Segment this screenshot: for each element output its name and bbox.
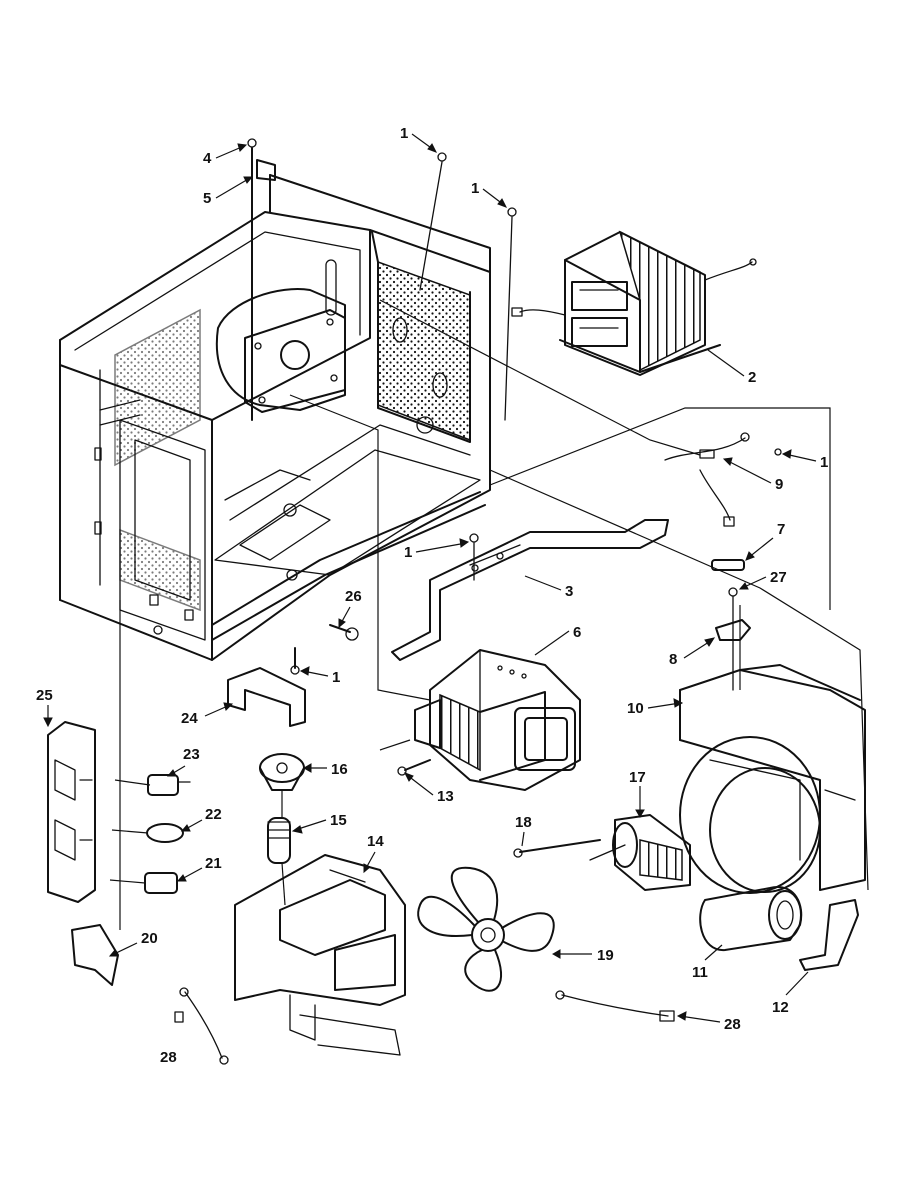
- fan-shroud: [679, 664, 866, 894]
- latch-board: [47, 721, 96, 903]
- svg-text:15: 15: [330, 812, 347, 829]
- svg-text:9: 9: [775, 476, 783, 493]
- interlock-switch-23: [147, 774, 191, 796]
- callout-6: 6: [534, 624, 581, 656]
- screws: [247, 138, 517, 776]
- svg-text:11: 11: [692, 964, 708, 981]
- callout-19: 19: [551, 947, 614, 964]
- callout-13: 13: [403, 772, 454, 805]
- svg-text:22: 22: [205, 806, 222, 823]
- callout-1c: 1: [781, 449, 828, 471]
- svg-text:1: 1: [332, 669, 340, 686]
- svg-text:21: 21: [205, 855, 222, 872]
- wire-harness: [664, 437, 746, 461]
- svg-text:28: 28: [160, 1049, 177, 1066]
- svg-text:12: 12: [772, 999, 789, 1016]
- interlock-switch-21: [144, 872, 178, 894]
- washer-5: [256, 159, 276, 181]
- fan-screw: [513, 839, 601, 858]
- svg-text:7: 7: [777, 521, 785, 538]
- svg-text:4: 4: [203, 150, 212, 167]
- mounting-bracket: [391, 519, 669, 661]
- callout-27: 27: [738, 569, 787, 590]
- svg-text:26: 26: [345, 588, 362, 605]
- callout-26: 26: [338, 588, 362, 629]
- callout-12: 12: [772, 971, 809, 1016]
- callout-14: 14: [363, 833, 384, 874]
- svg-text:2: 2: [748, 369, 756, 386]
- callout-28b: 28: [676, 1011, 741, 1033]
- callout-3: 3: [524, 575, 573, 600]
- svg-text:18: 18: [515, 814, 532, 831]
- stirrer-motor: [259, 753, 305, 791]
- callout-24: 24: [181, 702, 234, 727]
- callout-labels: 1 1 1 1 1 2 3 4: [36, 125, 828, 1066]
- interlock-switch-22: [146, 823, 184, 843]
- callout-8: 8: [669, 637, 716, 668]
- callout-5: 5: [203, 176, 254, 207]
- fan-blade: [417, 866, 555, 992]
- callout-25: 25: [36, 687, 53, 728]
- coupler: [267, 817, 291, 864]
- callout-10: 10: [627, 698, 684, 717]
- capacitor: [699, 886, 803, 952]
- callout-22: 22: [180, 806, 222, 832]
- svg-text:14: 14: [367, 833, 384, 850]
- svg-text:3: 3: [565, 583, 573, 600]
- magnetron: [414, 649, 581, 791]
- callout-28a: 28: [160, 1049, 177, 1066]
- thermal-cutout: [715, 619, 751, 641]
- callout-7: 7: [745, 521, 785, 561]
- svg-text:25: 25: [36, 687, 53, 704]
- mount-bracket: [227, 667, 306, 727]
- oven-chassis: [59, 174, 491, 661]
- svg-text:13: 13: [437, 788, 454, 805]
- svg-text:8: 8: [669, 651, 677, 668]
- svg-text:24: 24: [181, 710, 198, 727]
- svg-text:23: 23: [183, 746, 200, 763]
- callout-2: 2: [707, 349, 756, 386]
- svg-text:1: 1: [404, 544, 412, 561]
- fan-motor: [589, 814, 691, 891]
- callout-9: 9: [722, 457, 783, 493]
- svg-text:1: 1: [471, 180, 479, 197]
- callout-4: 4: [203, 143, 248, 167]
- transformer: [511, 230, 757, 376]
- callout-1a: 1: [400, 125, 438, 153]
- switch-lever: [71, 924, 119, 986]
- callout-11: 11: [692, 944, 723, 981]
- callout-23: 23: [166, 746, 200, 777]
- small-electrical-parts: [664, 432, 782, 691]
- callout-1b: 1: [471, 180, 508, 208]
- capacitor-bracket: [799, 899, 859, 971]
- callout-1d: 1: [404, 538, 470, 561]
- callout-16: 16: [302, 761, 348, 778]
- callout-1e: 1: [299, 666, 340, 686]
- svg-text:17: 17: [629, 769, 646, 786]
- svg-text:5: 5: [203, 190, 211, 207]
- callout-21: 21: [176, 855, 222, 882]
- assembly-lines: [109, 299, 869, 930]
- svg-text:1: 1: [820, 454, 828, 471]
- svg-text:28: 28: [724, 1016, 741, 1033]
- svg-text:27: 27: [770, 569, 787, 586]
- diode-lower-right: [555, 990, 675, 1022]
- air-duct: [234, 854, 406, 1056]
- svg-text:1: 1: [400, 125, 408, 142]
- fuse: [711, 559, 745, 571]
- diode-lower-left: [174, 987, 229, 1065]
- callout-17: 17: [629, 769, 646, 819]
- callout-15: 15: [291, 812, 347, 834]
- svg-text:20: 20: [141, 930, 158, 947]
- callout-18: 18: [515, 814, 532, 847]
- svg-text:6: 6: [573, 624, 581, 641]
- svg-text:19: 19: [597, 947, 614, 964]
- svg-text:10: 10: [627, 700, 644, 717]
- svg-text:16: 16: [331, 761, 348, 778]
- callout-20: 20: [108, 930, 158, 957]
